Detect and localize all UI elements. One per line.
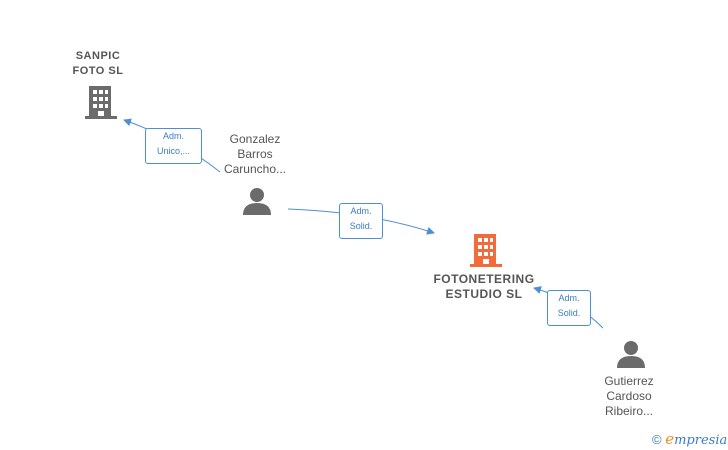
person-name-line1: Gutierrez <box>604 374 654 388</box>
company-name-line1: FOTONETERING <box>433 272 535 286</box>
person-name-line3: Caruncho... <box>223 162 287 176</box>
edge-role-line1: Adm. <box>162 131 184 141</box>
edge-label-gonzalez-sanpic[interactable]: Adm. Unico,... <box>145 128 202 164</box>
brand-name: mpresia <box>674 433 728 448</box>
person-icon[interactable] <box>241 186 273 221</box>
edge-role-line1: Adm. <box>350 206 372 216</box>
edge-role-line2: Unico,... <box>156 146 190 156</box>
person-name-line2: Barros <box>237 147 273 161</box>
edge-label-gutierrez-fotonetering[interactable]: Adm. Solid. <box>547 290 591 326</box>
company-label-fotonetering[interactable]: FOTONETERING ESTUDIO SL <box>420 272 548 302</box>
person-icon[interactable] <box>615 339 647 374</box>
company-label-sanpic[interactable]: SANPIC FOTO SL <box>48 49 148 79</box>
person-label-gonzalez[interactable]: Gonzalez Barros Caruncho... <box>212 132 298 177</box>
building-icon[interactable] <box>85 84 117 125</box>
company-name-line2: ESTUDIO SL <box>445 287 523 301</box>
building-icon[interactable] <box>470 232 502 273</box>
edge-role-line2: Solid. <box>557 308 581 318</box>
copyright-symbol: © <box>652 432 662 447</box>
edge-role-line1: Adm. <box>558 293 580 303</box>
brand-initial: e <box>665 430 675 448</box>
person-name-line2: Cardoso <box>606 389 652 403</box>
person-name-line1: Gonzalez <box>229 132 281 146</box>
company-name-line1: SANPIC <box>75 50 121 62</box>
person-name-line3: Ribeiro... <box>604 404 654 418</box>
edge-label-gonzalez-fotonetering[interactable]: Adm. Solid. <box>339 203 383 239</box>
company-name-line2: FOTO SL <box>72 65 124 77</box>
edge-role-line2: Solid. <box>349 221 373 231</box>
brand-logo: © empresia <box>652 430 727 448</box>
person-label-gutierrez[interactable]: Gutierrez Cardoso Ribeiro... <box>586 374 672 419</box>
